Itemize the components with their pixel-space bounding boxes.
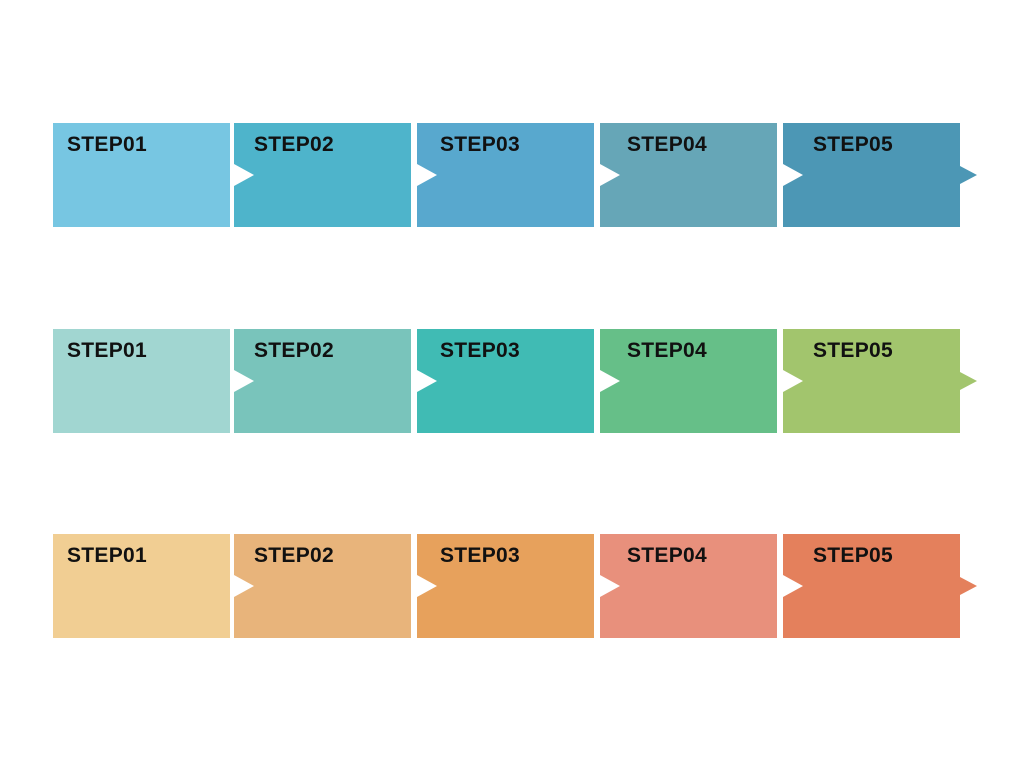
step-2-label: STEP02 xyxy=(254,133,335,156)
step-1-shape xyxy=(53,329,230,433)
step-4-label: STEP04 xyxy=(627,133,708,156)
step-4-shape xyxy=(600,534,777,638)
step-4-label: STEP04 xyxy=(627,544,708,567)
step-5-shape xyxy=(783,123,977,227)
step-row-1-shapes xyxy=(53,123,977,227)
step-1-label: STEP01 xyxy=(67,133,148,156)
step-2-label: STEP02 xyxy=(254,339,335,362)
step-1-shape xyxy=(53,534,230,638)
step-5-shape xyxy=(783,329,977,433)
step-4-label: STEP04 xyxy=(627,339,708,362)
step-4-shape xyxy=(600,329,777,433)
step-3-label: STEP03 xyxy=(440,339,521,362)
step-5-label: STEP05 xyxy=(813,544,894,567)
step-1-shape xyxy=(53,123,230,227)
step-1-label: STEP01 xyxy=(67,544,148,567)
step-2-shape xyxy=(234,123,411,227)
step-2-shape xyxy=(234,534,411,638)
step-row-3-shapes xyxy=(53,534,977,638)
step-1-label: STEP01 xyxy=(67,339,148,362)
step-2-label: STEP02 xyxy=(254,544,335,567)
step-3-label: STEP03 xyxy=(440,133,521,156)
step-5-label: STEP05 xyxy=(813,339,894,362)
step-3-label: STEP03 xyxy=(440,544,521,567)
step-3-shape xyxy=(417,534,594,638)
step-2-shape xyxy=(234,329,411,433)
step-row-3: STEP01 STEP02 STEP03 STEP04 STEP05 xyxy=(0,534,1024,638)
step-row-1: STEP01 STEP02 STEP03 STEP04 STEP05 xyxy=(0,123,1024,227)
step-5-shape xyxy=(783,534,977,638)
step-row-2-shapes xyxy=(53,329,977,433)
step-4-shape xyxy=(600,123,777,227)
step-3-shape xyxy=(417,329,594,433)
step-3-shape xyxy=(417,123,594,227)
step-5-label: STEP05 xyxy=(813,133,894,156)
step-row-2: STEP01 STEP02 STEP03 STEP04 STEP05 xyxy=(0,329,1024,433)
